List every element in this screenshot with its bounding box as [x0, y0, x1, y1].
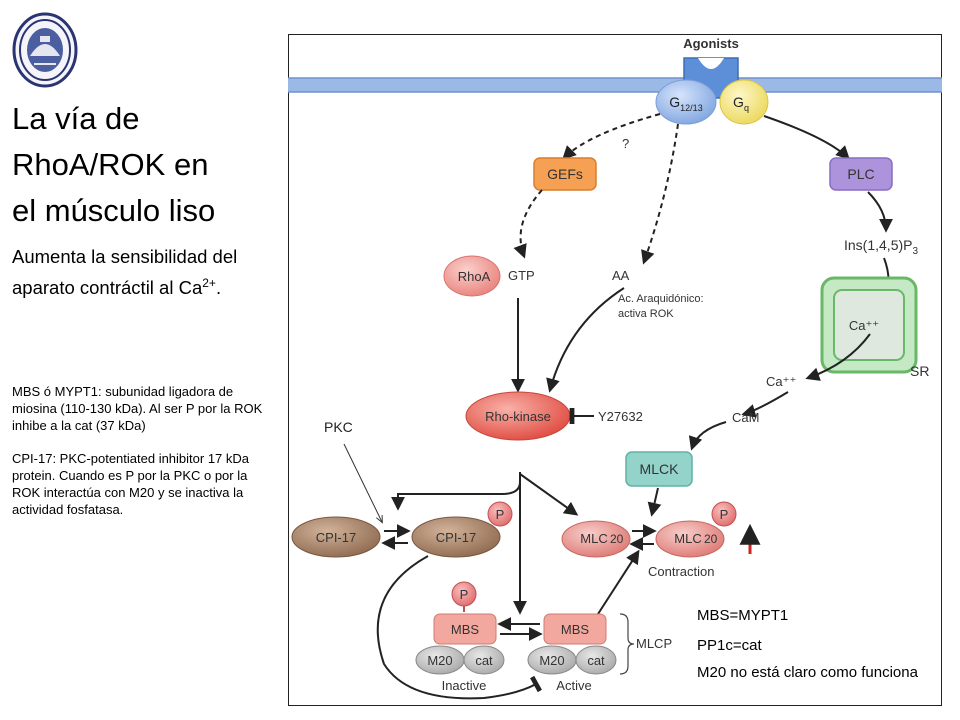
mbs-active-node	[543, 613, 607, 645]
gefs-node	[533, 157, 597, 191]
y27632-label: Y27632	[598, 409, 643, 424]
cat-inactive-label: cat	[475, 653, 493, 668]
legend-pp1c: PP1c=cat	[697, 637, 762, 654]
gq-subscript: q	[744, 103, 749, 113]
aa-note-line1: Ac. Araquidónico:	[618, 293, 704, 305]
question-mark: ?	[622, 136, 629, 151]
g1213-subscript: 12/13	[680, 103, 703, 113]
pathway-svg: Agonists G12/13 Gq ? GEFs PLC Ins(1,4,5)…	[288, 34, 942, 706]
gq-label: G	[733, 94, 744, 110]
m20-inactive-label: M20	[427, 653, 452, 668]
mbs-inactive-label: MBS	[451, 622, 480, 637]
active-label: Active	[556, 678, 591, 693]
rhoa-node	[443, 255, 501, 297]
agonists-label: Agonists	[683, 36, 739, 51]
university-seal-logo	[12, 12, 78, 88]
aa-note-line2: activa ROK	[618, 308, 674, 320]
mlc20-right-label: MLC	[674, 531, 701, 546]
ca-sr-label: Ca⁺⁺	[849, 318, 879, 333]
aa-label: AA	[612, 268, 630, 283]
note-cpi17: CPI-17: PKC-potentiated inhibitor 17 kDa…	[12, 451, 250, 517]
page-title: La vía de RhoA/ROK en el músculo liso	[12, 96, 282, 234]
rhoa-rok-pathway-diagram: Agonists G12/13 Gq ? GEFs PLC Ins(1,4,5)…	[288, 34, 942, 706]
title-line-1: La vía de	[12, 101, 140, 136]
rho-kinase-label: Rho-kinase	[485, 409, 551, 424]
subtitle: Aumenta la sensibilidad del aparato cont…	[12, 244, 280, 301]
ins-subscript: 3	[912, 246, 918, 257]
subtitle-text: Aumenta la sensibilidad del aparato cont…	[12, 246, 238, 299]
subtitle-period: .	[215, 277, 222, 299]
ins-label: Ins(1,4,5)P	[844, 237, 912, 253]
g1213-label: G	[669, 94, 680, 110]
contraction-label: Contraction	[648, 564, 714, 579]
mlc20-right-subscript: 20	[704, 532, 718, 546]
mbs-inactive-node	[433, 613, 497, 645]
plasma-membrane	[288, 78, 942, 92]
gtp-label: GTP	[508, 268, 535, 283]
cam-label: CaM	[732, 410, 759, 425]
mlcp-bracket	[619, 613, 635, 675]
phospho-mbs-label: P	[460, 587, 469, 602]
phospho-mlc-label: P	[720, 507, 729, 522]
gefs-label: GEFs	[547, 166, 583, 182]
gq-protein	[719, 79, 769, 125]
note-mbs: MBS ó MYPT1: subunidad ligadora de miosi…	[12, 384, 263, 433]
cpi17-right-label: CPI-17	[436, 530, 476, 545]
mlc20-phospho-node	[655, 520, 725, 558]
plc-node	[829, 157, 893, 191]
pkc-label: PKC	[324, 419, 353, 435]
cpi17-unphospho-node	[291, 516, 381, 558]
svg-text:Ins(1,4,5)P3: Ins(1,4,5)P3	[844, 237, 918, 257]
mlcp-label: MLCP	[636, 636, 672, 651]
inactive-label: Inactive	[442, 678, 487, 693]
mbs-active-label: MBS	[561, 622, 590, 637]
cat-active-node	[575, 645, 617, 675]
g1213-protein	[655, 79, 717, 125]
svg-text:G12/13: G12/13	[669, 94, 702, 113]
m20-active-label: M20	[539, 653, 564, 668]
mlc20-left-subscript: 20	[610, 532, 624, 546]
mlck-node	[625, 451, 693, 487]
cpi17-phospho-node	[411, 516, 501, 558]
mlck-label: MLCK	[640, 461, 680, 477]
rhoa-label: RhoA	[458, 269, 491, 284]
phospho-cpi17-label: P	[496, 507, 505, 522]
phospho-cpi17-icon	[487, 501, 513, 527]
title-line-2: RhoA/ROK en	[12, 147, 209, 182]
mlc20-left-label: MLC	[580, 531, 607, 546]
sr-label: SR	[910, 363, 929, 379]
phospho-mlc-icon	[711, 501, 737, 527]
svg-text:Gq: Gq	[733, 94, 749, 113]
legend-m20: M20 no está claro como funciona	[697, 664, 918, 681]
title-line-3: el músculo liso	[12, 193, 216, 228]
plc-label: PLC	[847, 166, 874, 182]
ca-free-label: Ca⁺⁺	[766, 374, 796, 389]
subtitle-superscript: 2+	[202, 276, 216, 290]
cat-active-label: cat	[587, 653, 605, 668]
cpi17-left-label: CPI-17	[316, 530, 356, 545]
legend-mbs: MBS=MYPT1	[697, 607, 789, 624]
cat-inactive-node	[463, 645, 505, 675]
